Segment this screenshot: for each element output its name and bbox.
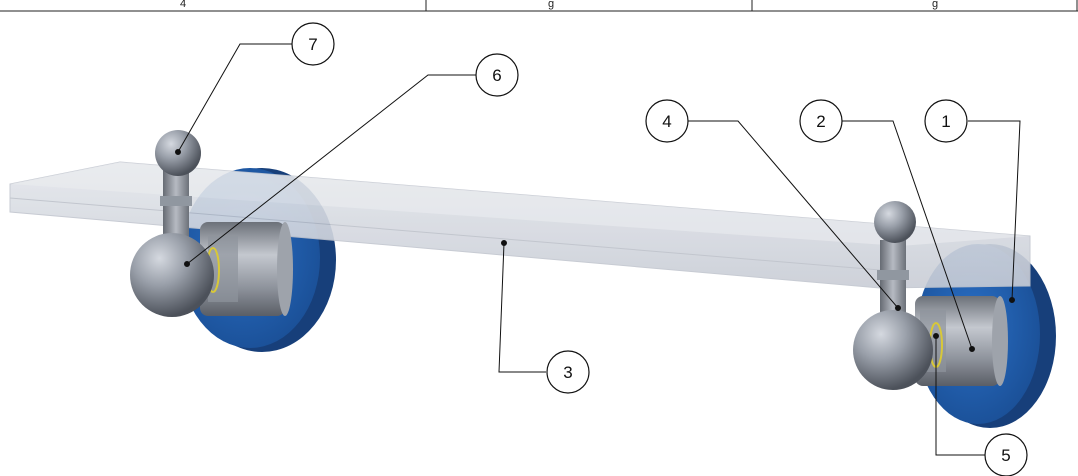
balloon-circle xyxy=(799,99,843,143)
leader-7 xyxy=(177,43,292,153)
balloon-circle xyxy=(645,99,689,143)
balloon-circle xyxy=(475,53,519,97)
balloons: 1 2 3 4 5 6 7 xyxy=(291,22,1028,476)
balloon-number: 2 xyxy=(816,112,825,131)
balloon-number: 4 xyxy=(662,112,671,131)
balloon-5: 5 xyxy=(984,433,1028,476)
balloon-number: 3 xyxy=(563,363,572,382)
balloon-3: 3 xyxy=(546,350,590,394)
leader-2 xyxy=(842,120,973,350)
balloon-circle xyxy=(546,350,590,394)
leader-6 xyxy=(186,74,476,265)
leader-dot-3 xyxy=(501,240,507,246)
balloon-1: 1 xyxy=(924,99,968,143)
right-top-knob xyxy=(874,201,916,243)
left-ball xyxy=(130,233,214,317)
right-post-ring xyxy=(877,270,909,280)
leader-3 xyxy=(498,242,546,373)
leader-dot-1 xyxy=(1009,297,1015,303)
balloon-number: 6 xyxy=(492,66,501,85)
balloon-2: 2 xyxy=(799,99,843,143)
balloon-4: 4 xyxy=(645,99,689,143)
leader-dot-7 xyxy=(175,149,181,155)
balloon-6: 6 xyxy=(475,53,519,97)
table-cell: g xyxy=(548,0,554,10)
table-cell: 4 xyxy=(180,0,186,10)
balloon-circle xyxy=(291,22,335,66)
balloon-number: 7 xyxy=(308,35,317,54)
leader-dot-2 xyxy=(969,346,975,352)
leader-dot-4 xyxy=(895,305,901,311)
balloon-circle xyxy=(984,433,1028,476)
leader-1 xyxy=(968,120,1021,301)
balloon-7: 7 xyxy=(291,22,335,66)
balloon-circle xyxy=(924,99,968,143)
shelf-top-face xyxy=(10,162,1030,246)
right-ball xyxy=(853,310,933,390)
leader-5 xyxy=(935,336,985,456)
leader-4 xyxy=(688,120,899,309)
left-cylinder-end xyxy=(277,222,293,316)
table-cell: g xyxy=(932,0,938,10)
balloon-number: 1 xyxy=(941,112,950,131)
glass-shelf xyxy=(9,161,1031,289)
leader-dot-5 xyxy=(933,333,939,339)
balloon-number: 5 xyxy=(1001,446,1010,465)
shelf-edge xyxy=(9,197,881,271)
leader-lines xyxy=(175,43,1021,456)
left-post-ring xyxy=(160,196,192,206)
right-cylinder-end xyxy=(992,296,1008,386)
header-table: 4 g g xyxy=(0,0,1078,12)
leader-dot-6 xyxy=(184,261,190,267)
